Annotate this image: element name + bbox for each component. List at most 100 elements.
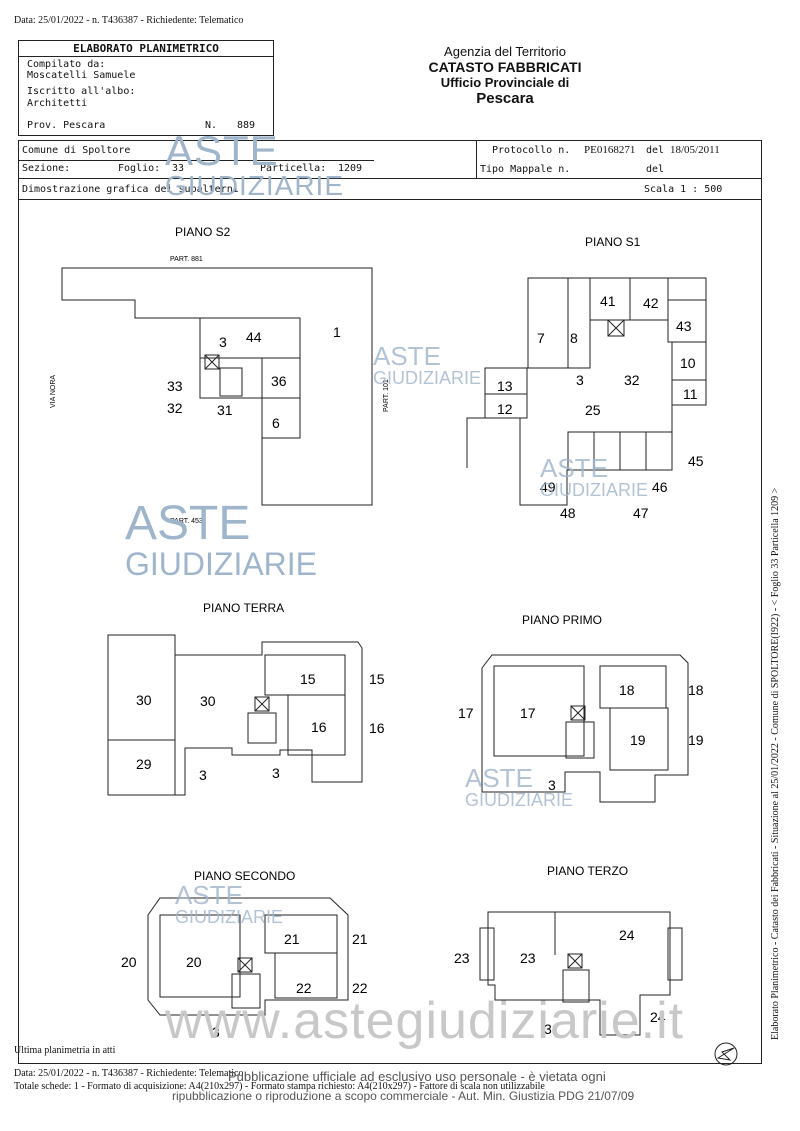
- terzo-room-24b: [667, 927, 683, 981]
- agency-line1: Agenzia del Territorio: [444, 44, 566, 59]
- s2-stair: [219, 367, 243, 397]
- s1-title: PIANO S1: [585, 235, 641, 249]
- s1-label-12: 12: [497, 401, 513, 417]
- watermark-3: ASTE GIUDIZIARIE: [125, 497, 318, 582]
- terzo-outline: [487, 911, 671, 1036]
- footer-notice2: ripubblicazione o riproduzione a scopo c…: [172, 1089, 635, 1103]
- secondo-label-20a: 20: [121, 954, 137, 970]
- footer-line2: Totale schede: 1 - Formato di acquisizio…: [14, 1081, 545, 1092]
- elaborato-box: ELABORATO PLANIMETRICO Compilato da: Mos…: [18, 40, 274, 136]
- agency-line4: Pescara: [476, 90, 534, 107]
- watermark-3-l1: ASTE: [125, 497, 251, 550]
- s2-via: VIA NORA: [50, 375, 57, 408]
- s2-label-31: 31: [217, 402, 233, 418]
- primo-label-3: 3: [548, 777, 556, 793]
- s1-label-8: 8: [570, 330, 578, 346]
- terra-label-15b: 15: [369, 671, 385, 687]
- compilato-value: Moscatelli Samuele: [27, 70, 136, 81]
- secondo-room-20: [159, 914, 241, 998]
- primo-title: PIANO PRIMO: [522, 613, 602, 627]
- secondo-outline: [147, 897, 349, 1016]
- watermark-2: ASTE GIUDIZIARIE: [373, 343, 481, 387]
- s1-label-47: 47: [633, 505, 649, 521]
- terra-title: PIANO TERRA: [203, 601, 284, 615]
- secondo-label-3: 3: [212, 1024, 220, 1040]
- s2-label-6: 6: [272, 415, 280, 431]
- compass-icon: [714, 1042, 738, 1066]
- watermark-site: www.astegiudiziarie.it: [165, 992, 685, 1050]
- secondo-room-22: [274, 952, 338, 999]
- prov-label: Prov. Pescara: [27, 120, 106, 131]
- s2-lift: [204, 354, 220, 370]
- s2-part881: PART. 881: [170, 256, 203, 263]
- primo-lift: [570, 705, 586, 721]
- info-divider: [18, 178, 762, 179]
- terzo-label-23b: 23: [520, 950, 536, 966]
- primo-stair: [565, 721, 595, 759]
- info-divider-2: [18, 199, 762, 200]
- s2-room-6: [261, 397, 301, 439]
- terra-label-16b: 16: [369, 720, 385, 736]
- particella-value: 1209: [338, 163, 363, 174]
- s2-label-44: 44: [246, 329, 262, 345]
- terra-label-3a: 3: [199, 767, 207, 783]
- comune: Comune di Spoltore: [22, 145, 131, 156]
- footer-line1: Data: 25/01/2022 - n. T436387 - Richiede…: [14, 1068, 244, 1079]
- secondo-label-21a: 21: [284, 931, 300, 947]
- scala: Scala 1 : 500: [644, 184, 723, 195]
- secondo-title: PIANO SECONDO: [194, 869, 295, 883]
- terzo-title: PIANO TERZO: [547, 864, 628, 878]
- primo-label-17a: 17: [458, 705, 474, 721]
- s1-label-48: 48: [560, 505, 576, 521]
- watermark-5-l2: GIUDIZIARIE: [465, 790, 574, 810]
- terra-label-30b: 30: [200, 693, 216, 709]
- terra-room-30a: [107, 634, 176, 741]
- s2-label-1: 1: [333, 324, 341, 340]
- s2-outline: [61, 267, 373, 506]
- foglio-label: Foglio:: [118, 163, 161, 174]
- s1-room-8: [567, 277, 591, 369]
- footer-ultima: Ultima planimetria in atti: [14, 1045, 116, 1056]
- secondo-stair: [231, 973, 261, 1009]
- tipo-mappale-label: Tipo Mappale n.: [480, 164, 571, 175]
- watermark-6-l2: GIUDIZIARIE: [175, 907, 284, 927]
- watermark-1-l2: GIUDIZIARIE: [165, 170, 345, 201]
- watermark-4-l2: GIUDIZIARIE: [540, 480, 649, 500]
- s1-label-10: 10: [680, 355, 696, 371]
- watermark-5: ASTE GIUDIZIARIE: [465, 765, 573, 809]
- watermark-3-l2: GIUDIZIARIE: [125, 546, 318, 582]
- primo-label-18b: 18: [688, 682, 704, 698]
- watermark-4-l1: ASTE: [540, 453, 608, 483]
- terzo-room-23b: [479, 927, 495, 981]
- s1-lift: [607, 319, 625, 337]
- protocollo-label: Protocollo n.: [492, 145, 571, 156]
- secondo-label-22b: 22: [352, 980, 368, 996]
- watermark-5-l1: ASTE: [465, 763, 533, 793]
- s1-room-11: [671, 379, 707, 406]
- del-label: del: [646, 145, 665, 156]
- terra-label-15a: 15: [300, 671, 316, 687]
- s1-label-7: 7: [537, 330, 545, 346]
- s1-room-42: [629, 277, 669, 321]
- watermark-1-l1: ASTE: [165, 127, 279, 174]
- terra-lift: [254, 696, 270, 712]
- primo-outline: [481, 654, 689, 803]
- side-text: Elaborato Planimetrico - Catasto dei Fab…: [770, 487, 781, 1040]
- terzo-label-24a: 24: [619, 927, 635, 943]
- terzo-label-23a: 23: [454, 950, 470, 966]
- s1-label-13: 13: [497, 378, 513, 394]
- compilato-label: Compilato da:: [27, 59, 106, 70]
- secondo-label-21b: 21: [352, 931, 368, 947]
- terzo-label-3: 3: [544, 1021, 552, 1037]
- s1-label-46: 46: [652, 479, 668, 495]
- elaborato-title: ELABORATO PLANIMETRICO: [19, 41, 273, 57]
- primo-room-19: [609, 707, 669, 771]
- terra-outline: [107, 634, 363, 796]
- particella-label: Particella:: [260, 163, 327, 174]
- agency-line3: Ufficio Provinciale di: [440, 75, 570, 90]
- watermark-6: ASTE GIUDIZIARIE: [175, 882, 283, 926]
- secondo-lift: [237, 957, 253, 973]
- n-label: N.: [205, 120, 218, 131]
- del2-label: del: [646, 164, 665, 175]
- watermark-1: ASTE GIUDIZIARIE: [165, 130, 344, 200]
